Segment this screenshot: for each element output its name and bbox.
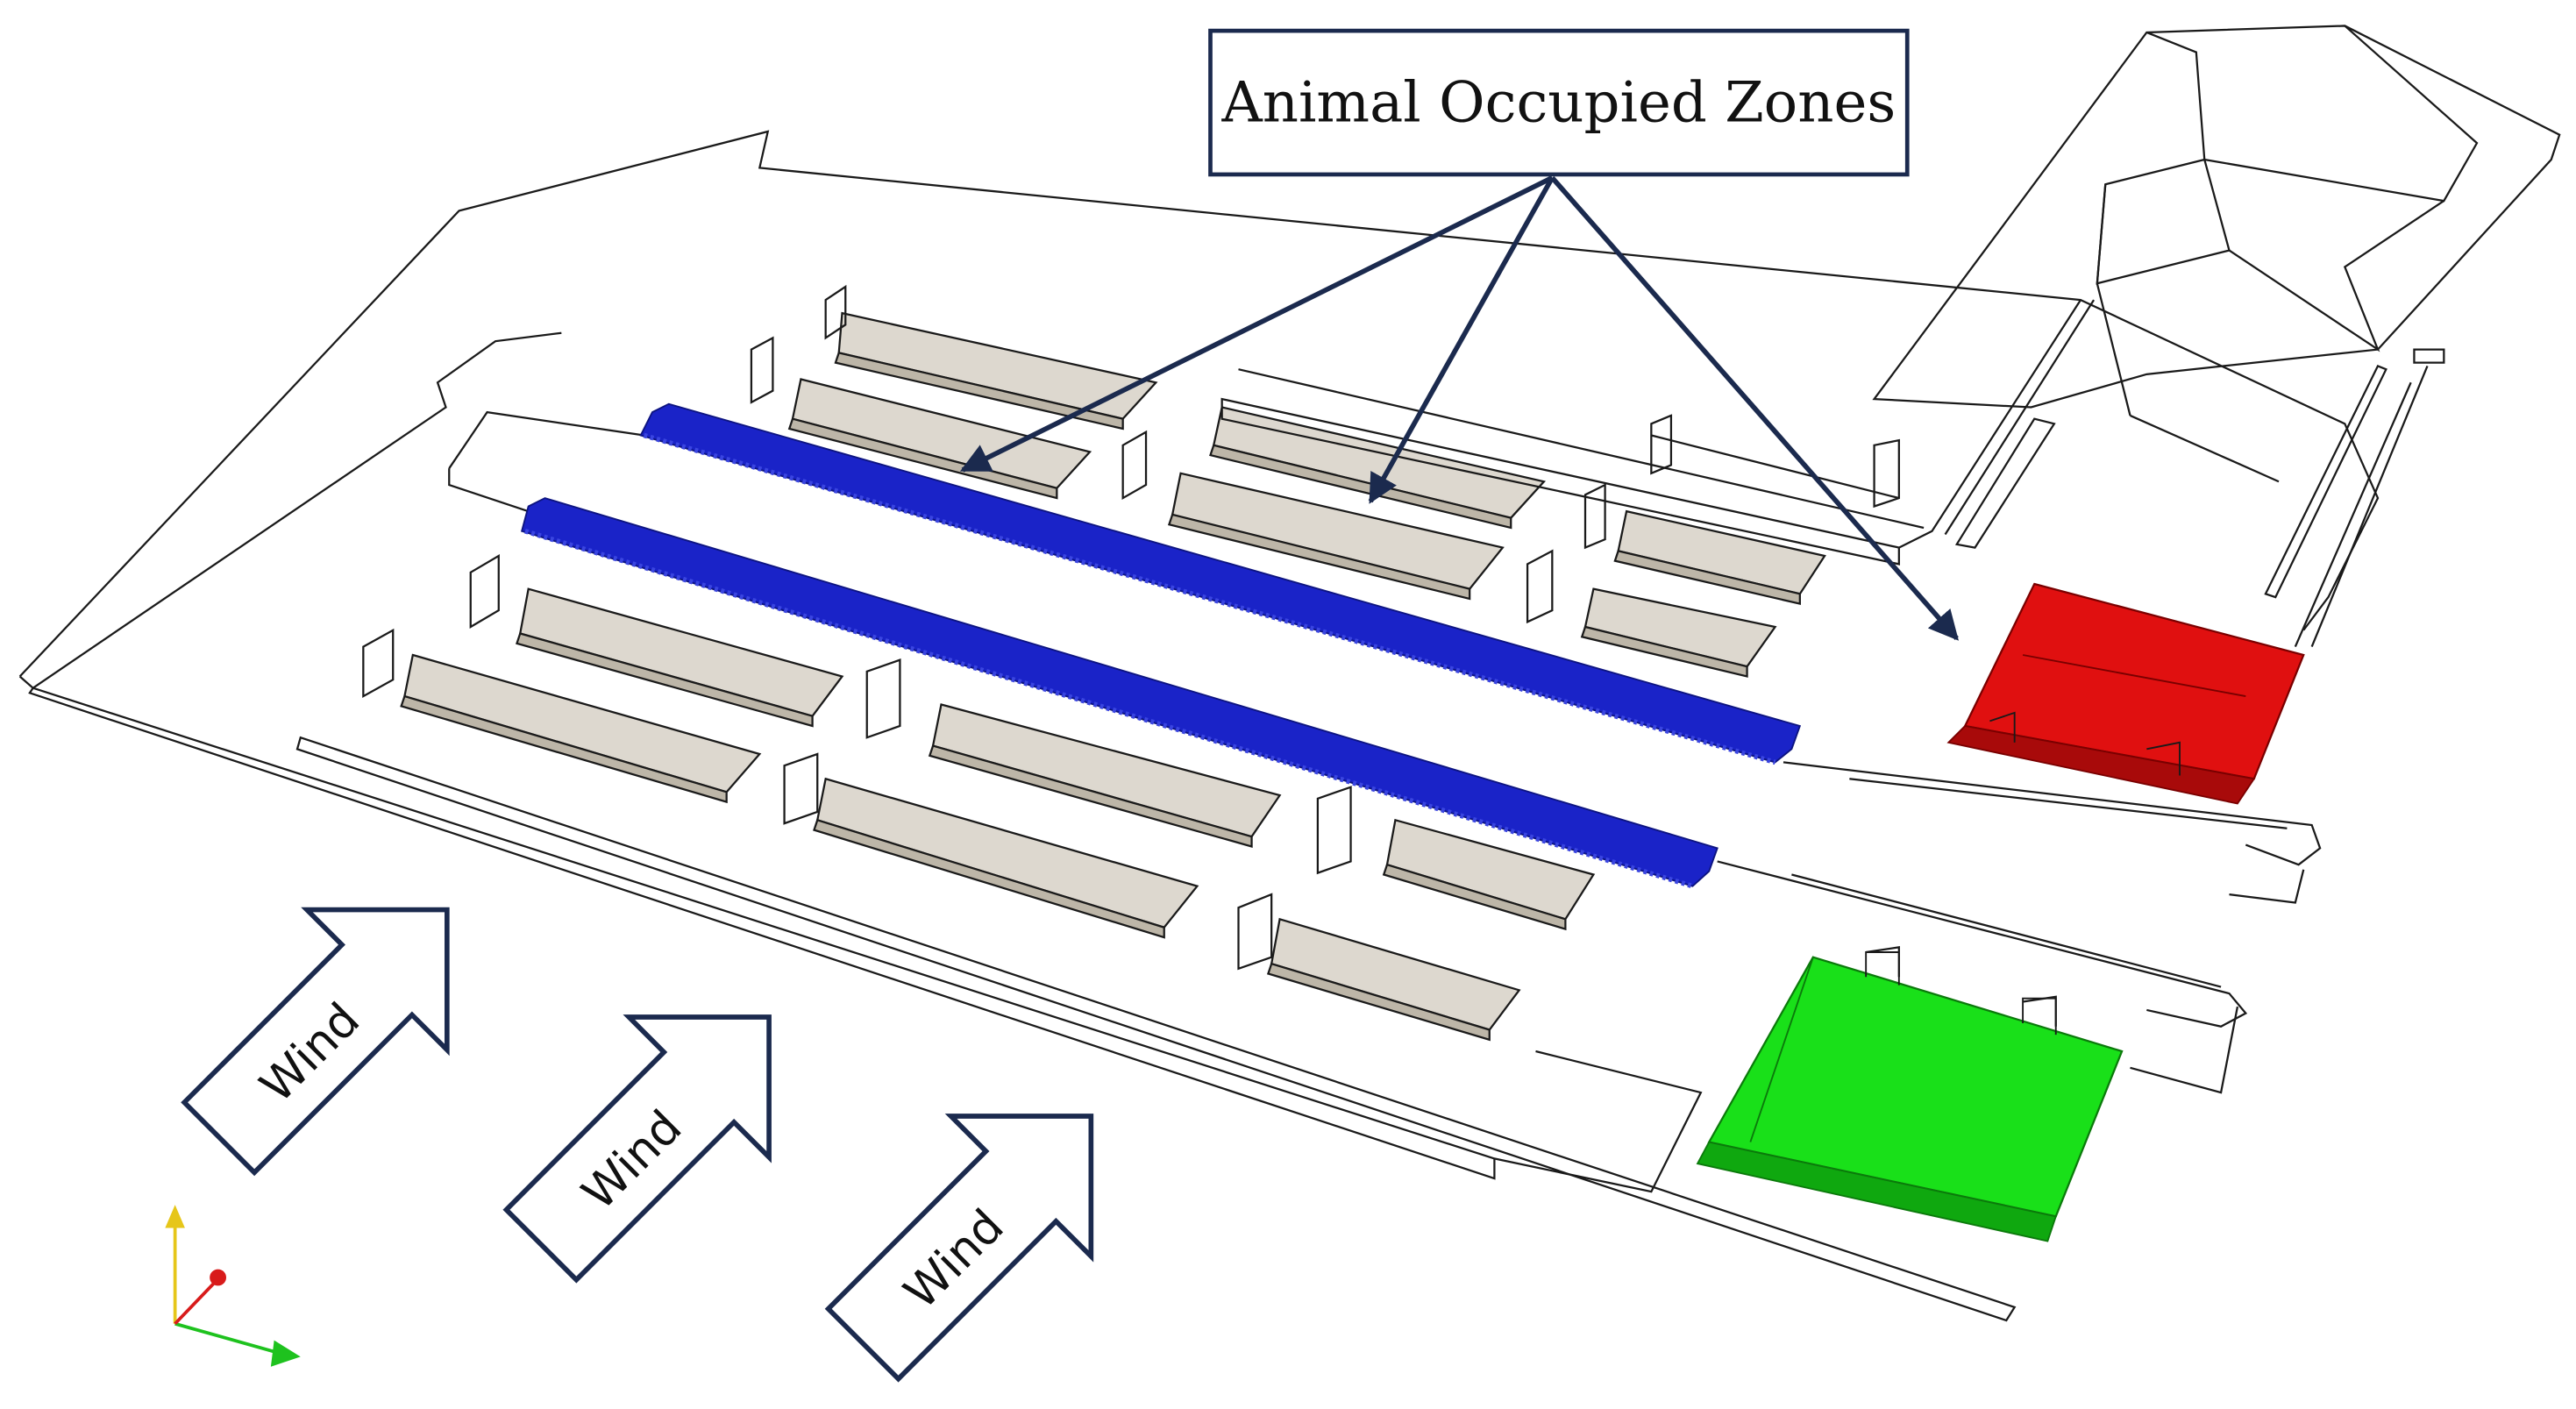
front-rail — [295, 736, 2017, 1322]
wind-arrow-1: Wind — [181, 907, 450, 1177]
pen — [1266, 917, 1521, 1042]
pen — [400, 653, 762, 804]
central-corridor — [448, 410, 2322, 1094]
pen — [516, 587, 844, 728]
callout-arrow-1 — [959, 175, 1554, 473]
callout-arrow-3 — [1550, 175, 1959, 641]
pen — [787, 378, 1092, 500]
pen — [928, 703, 1282, 848]
callout-label: Animal Occupied Zones — [1221, 71, 1896, 136]
barn-building-wireframe — [1872, 25, 2561, 648]
pen — [813, 777, 1199, 939]
wind-arrow-2: Wind — [502, 1014, 772, 1284]
pen — [1382, 818, 1596, 931]
green-zone-pen — [1696, 951, 2124, 1242]
callout-arrow-2 — [1368, 176, 1555, 504]
callout-box: Animal Occupied Zones — [1208, 28, 1910, 177]
xyz-axis-triad-icon — [165, 1205, 301, 1367]
pen — [834, 311, 1158, 431]
blue-zone-feed-row-1 — [639, 402, 1802, 765]
pen — [1167, 472, 1505, 601]
blue-zone-feed-row-2 — [520, 497, 1719, 889]
pen — [1613, 509, 1826, 606]
pen — [1580, 587, 1777, 678]
animal-pens — [400, 311, 1826, 1042]
wind-arrow-3: Wind — [824, 1114, 1094, 1383]
red-zone-pen — [1946, 582, 2305, 805]
callout-arrows — [959, 175, 1959, 641]
callout-frame — [1208, 28, 1910, 177]
